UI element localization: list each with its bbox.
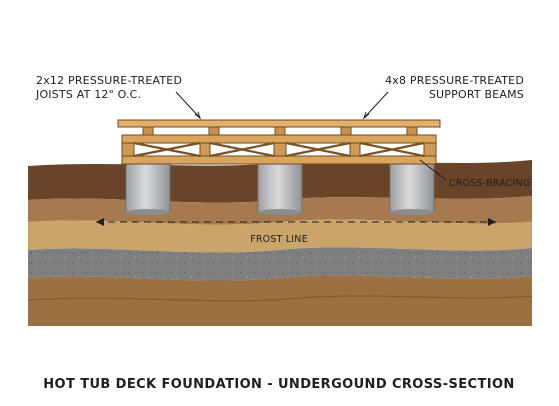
concrete-piers xyxy=(125,163,435,215)
post xyxy=(273,142,287,157)
joist-block xyxy=(208,126,220,136)
concrete-pier xyxy=(257,163,303,213)
cross-bracing-label: CROSS-BRACING xyxy=(449,178,530,189)
concrete-pier xyxy=(389,163,435,213)
post xyxy=(121,142,135,157)
joists-label-line1: 2x12 PRESSURE-TREATED xyxy=(36,74,182,87)
deck-surface-board xyxy=(117,119,441,128)
leader-lines xyxy=(175,91,447,181)
post xyxy=(349,142,361,157)
joist-block xyxy=(274,126,286,136)
beams-leader xyxy=(363,91,389,119)
cross-bracing-leader xyxy=(419,159,447,181)
post xyxy=(199,142,211,157)
bedrock-layer xyxy=(28,275,532,326)
clay-layer xyxy=(28,219,532,253)
beams-label-line1: 4x8 PRESSURE-TREATED xyxy=(385,74,524,87)
joists-leader xyxy=(175,91,201,119)
top-beam xyxy=(121,134,437,144)
joist-block xyxy=(142,126,154,136)
deck-frame xyxy=(117,119,441,165)
diagram-title: HOT TUB DECK FOUNDATION - UNDERGOUND CRO… xyxy=(43,377,514,392)
joists-label-line2: JOISTS AT 12" O.C. xyxy=(35,88,141,101)
cross-bracing-members xyxy=(133,141,425,158)
post xyxy=(423,142,437,157)
frost-line-label: FROST LINE xyxy=(250,234,308,245)
joist-block xyxy=(340,126,352,136)
joist-block xyxy=(406,126,418,136)
concrete-pier xyxy=(125,163,171,213)
bottom-beam xyxy=(121,155,437,165)
beams-label-line2: SUPPORT BEAMS xyxy=(429,88,524,101)
frost-line xyxy=(96,218,496,226)
